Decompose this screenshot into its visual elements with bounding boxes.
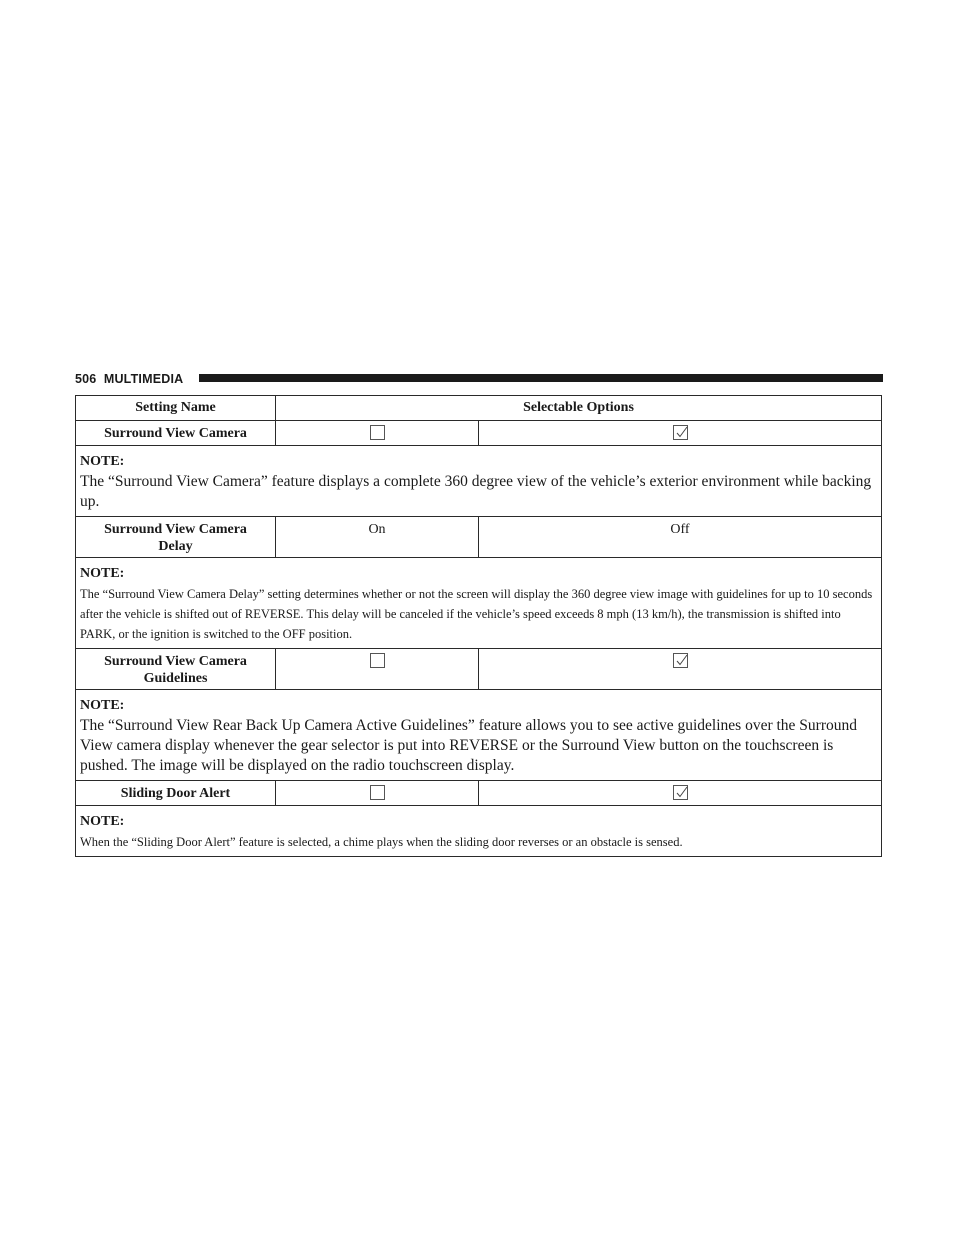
option-on[interactable]: On — [275, 516, 479, 558]
note-text: The “Surround View Rear Back Up Camera A… — [80, 717, 857, 774]
note-text: When the “Sliding Door Alert” feature is… — [80, 835, 683, 849]
option-off-cell — [275, 420, 479, 446]
setting-name-surround-view-camera-delay: Surround View Camera Delay — [75, 516, 276, 558]
table-header-row: Setting Name Selectable Options — [75, 395, 882, 421]
note-cell: NOTE: When the “Sliding Door Alert” feat… — [75, 805, 882, 857]
settings-table: Setting Name Selectable Options Surround… — [75, 395, 882, 857]
option-on-cell — [478, 420, 882, 446]
setting-name-line: Delay — [158, 539, 193, 554]
checked-checkbox-icon[interactable] — [672, 425, 688, 440]
option-on-cell — [478, 780, 882, 806]
note-label: NOTE: — [80, 566, 125, 581]
option-off-cell — [275, 648, 479, 690]
table-row: Surround View Camera Guidelines — [75, 648, 882, 690]
header-rule — [199, 374, 883, 382]
note-label: NOTE: — [80, 698, 125, 713]
checked-checkbox-icon[interactable] — [672, 785, 688, 800]
empty-checkbox-icon[interactable] — [369, 785, 385, 800]
setting-name-line: Surround View Camera — [104, 654, 247, 669]
setting-name-line: Guidelines — [143, 671, 208, 686]
setting-name-surround-view-camera-guidelines: Surround View Camera Guidelines — [75, 648, 276, 690]
empty-checkbox-icon[interactable] — [369, 425, 385, 440]
setting-name-line: Surround View Camera — [104, 522, 247, 537]
option-off-cell — [275, 780, 479, 806]
setting-name-surround-view-camera: Surround View Camera — [75, 420, 276, 446]
col-header-selectable-options: Selectable Options — [275, 395, 882, 421]
note-cell: NOTE: The “Surround View Camera Delay” s… — [75, 557, 882, 649]
note-row: NOTE: When the “Sliding Door Alert” feat… — [75, 805, 882, 857]
note-row: NOTE: The “Surround View Rear Back Up Ca… — [75, 689, 882, 781]
col-header-setting-name: Setting Name — [75, 395, 276, 421]
note-row: NOTE: The “Surround View Camera Delay” s… — [75, 557, 882, 649]
checked-checkbox-icon[interactable] — [672, 653, 688, 668]
table-row: Sliding Door Alert — [75, 780, 882, 806]
note-label: NOTE: — [80, 814, 125, 829]
note-text: The “Surround View Camera” feature displ… — [80, 473, 872, 510]
option-off[interactable]: Off — [478, 516, 882, 558]
option-on-cell — [478, 648, 882, 690]
table-row: Surround View Camera Delay On Off — [75, 516, 882, 558]
note-cell: NOTE: The “Surround View Rear Back Up Ca… — [75, 689, 882, 781]
note-cell: NOTE: The “Surround View Camera” feature… — [75, 445, 882, 517]
setting-name-sliding-door-alert: Sliding Door Alert — [75, 780, 276, 806]
note-label: NOTE: — [80, 454, 125, 469]
page-header-label: 506 MULTIMEDIA — [75, 372, 184, 386]
note-text: The “Surround View Camera Delay” setting… — [80, 587, 873, 641]
table-row: Surround View Camera — [75, 420, 882, 446]
note-row: NOTE: The “Surround View Camera” feature… — [75, 445, 882, 517]
empty-checkbox-icon[interactable] — [369, 653, 385, 668]
page-header: 506 MULTIMEDIA — [75, 368, 883, 388]
